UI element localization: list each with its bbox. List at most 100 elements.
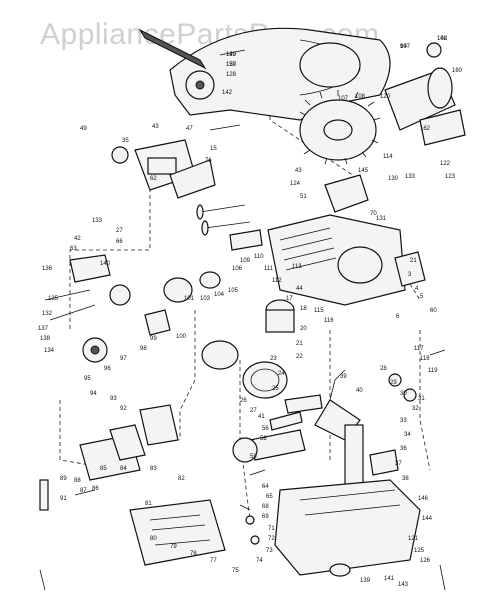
part-number-label: 6	[396, 314, 400, 320]
part-number-label: 35	[122, 138, 129, 144]
part-number-label: 110	[254, 254, 264, 260]
part-number-label: 137	[38, 326, 49, 332]
part-number-label: 133	[405, 174, 416, 180]
part-number-label: 77	[210, 558, 217, 564]
part-number-label: 42	[74, 236, 81, 242]
part-number-label: 116	[324, 318, 334, 324]
part-number-label: 47	[186, 126, 193, 132]
part-number-label: 121	[408, 536, 419, 542]
part-number-label: 107	[338, 96, 349, 102]
part-number-label: 87	[80, 488, 87, 494]
fasteners	[74, 49, 446, 545]
part-number-label: 3	[408, 272, 412, 278]
part-number-label: 91	[60, 496, 67, 502]
part-number-label: 37	[395, 461, 402, 467]
part-number-label: 99	[150, 336, 157, 342]
part-number-label: 94	[90, 391, 97, 397]
part-number-label: 27	[250, 408, 257, 414]
part-number-label: 124	[290, 181, 301, 187]
connecting-rod	[232, 429, 306, 463]
part-number-label: 89	[60, 476, 67, 482]
part-number-label: 80	[150, 536, 157, 542]
part-number-label: 64	[262, 484, 269, 490]
part-number-label: 74	[256, 558, 263, 564]
part-number-label: 128	[226, 72, 237, 78]
part-number-label: 56	[262, 426, 269, 432]
part-number-label: 59	[250, 454, 257, 460]
part-number-label: 38	[402, 476, 409, 482]
part-number-label: 32	[412, 406, 419, 412]
part-number-label: 123	[445, 174, 456, 180]
part-number-label: 72	[268, 536, 275, 542]
crankshaft	[314, 369, 402, 486]
part-number-label: 100	[176, 334, 187, 340]
part-number-label: 134	[44, 348, 55, 354]
part-number-label: 93	[110, 396, 117, 402]
corner-mark-left	[39, 569, 46, 591]
part-number-label: 30	[400, 391, 407, 397]
part-number-label: 97	[120, 356, 127, 362]
carburetor	[111, 139, 216, 199]
part-number-label: 41	[258, 414, 265, 420]
part-number-label: 114	[383, 154, 393, 160]
part-number-label: 39	[340, 374, 347, 380]
part-number-label: 88	[74, 478, 81, 484]
part-number-label: 24	[278, 371, 285, 377]
camshaft	[269, 394, 323, 431]
part-number-label: 108	[355, 94, 366, 100]
part-number-label: 31	[418, 396, 425, 402]
part-number-label: 22	[296, 354, 303, 360]
part-number-label: 5	[420, 294, 424, 300]
part-number-label: 58	[260, 436, 267, 442]
part-number-label: 129	[226, 52, 237, 58]
part-number-label: 106	[232, 266, 243, 272]
part-number-label: 98	[140, 346, 147, 352]
part-number-label: 135	[48, 296, 59, 302]
piston	[201, 299, 295, 399]
part-number-label: 120	[380, 94, 391, 100]
crankcase-sump	[274, 449, 421, 577]
part-number-label: 145	[358, 168, 369, 174]
cylinder-block	[267, 214, 426, 306]
part-number-label: 141	[384, 576, 395, 582]
part-number-label: 49	[80, 126, 87, 132]
part-number-label: 143	[398, 582, 409, 588]
part-number-label: 111	[264, 266, 274, 272]
part-number-label: 51	[300, 194, 307, 200]
part-number-label: 25	[272, 386, 279, 392]
part-number-label: 23	[270, 356, 277, 362]
flywheel	[299, 90, 381, 165]
part-number-label: 112	[272, 278, 282, 284]
part-number-label: 73	[266, 548, 273, 554]
part-number-label: 60	[430, 308, 437, 314]
part-number-label: 113	[292, 264, 302, 270]
part-number-label: 76	[205, 158, 212, 164]
part-number-label: 95	[84, 376, 91, 382]
part-number-label: 40	[356, 388, 363, 394]
part-number-label: 81	[145, 501, 152, 507]
part-number-label: 85	[100, 466, 107, 472]
part-number-label: 144	[422, 516, 433, 522]
part-number-label: 117	[414, 346, 424, 352]
part-number-label: 43	[152, 124, 159, 130]
part-number-label: 162	[420, 126, 431, 132]
blower-housing	[138, 27, 391, 121]
part-number-label: 136	[42, 266, 53, 272]
part-number-label: 90	[400, 44, 407, 50]
part-number-label: 140	[100, 261, 111, 267]
part-number-label: 36	[400, 446, 407, 452]
part-number-label: 142	[222, 90, 233, 96]
part-number-label: 109	[240, 258, 251, 264]
part-number-label: 126	[420, 558, 431, 564]
part-number-label: 148	[437, 36, 448, 42]
part-number-label: 84	[120, 466, 127, 472]
part-number-label: 96	[104, 366, 111, 372]
part-number-label: 70	[370, 211, 377, 217]
corner-mark-right	[439, 564, 446, 591]
part-number-label: 69	[262, 514, 269, 520]
part-number-label: 115	[314, 308, 324, 314]
part-number-label: 130	[388, 176, 399, 182]
part-number-label: 150	[226, 62, 237, 68]
part-number-label: 149	[226, 52, 237, 58]
